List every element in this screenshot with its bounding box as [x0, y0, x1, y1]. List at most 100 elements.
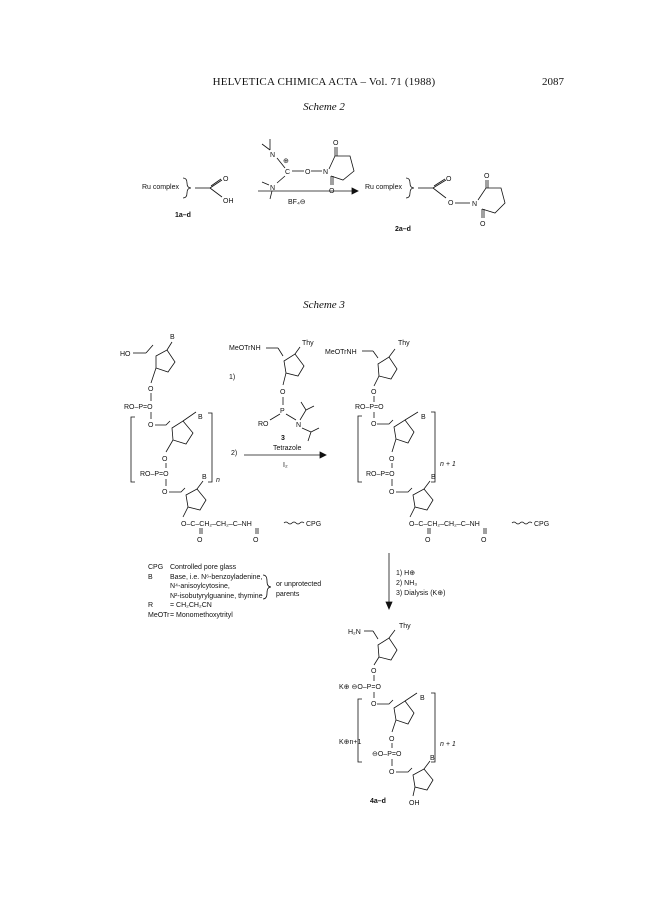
uronium-n2: N: [270, 185, 275, 192]
legend-value: Controlled pore glass: [170, 564, 237, 571]
deprotection-step: 1) H⊕ 2) NH₃ 3) Dialysis (K⊕): [385, 553, 445, 611]
scheme2-reactant-oh: OH: [223, 198, 234, 205]
deprotection-step-1: 1) H⊕: [396, 570, 415, 577]
scheme3-left-structure: HO B O RO–P=O O B O RO–P=O n O B O–C–CH₂…: [120, 334, 321, 544]
legend-value: N²-isobutyrylguanine, thymine: [170, 592, 263, 600]
right-sugar-2: [393, 419, 415, 444]
scheme2-product-label: 2a–d: [395, 226, 411, 233]
scheme2-product-o4: O: [480, 221, 486, 228]
legend-key: [148, 582, 170, 592]
uronium-succ-o2: O: [329, 188, 335, 195]
left-ro-p-1: RO–P=O: [124, 404, 153, 411]
product-sugar-2: [393, 700, 415, 725]
right-linker-o1: O: [425, 537, 431, 544]
legend-row: N⁴-anisoylcytosine,: [148, 582, 263, 592]
right-base-2: B: [421, 414, 426, 421]
right-bracket-left: [357, 415, 362, 483]
right-ro-p-2: RO–P=O: [366, 471, 395, 478]
product-k-p-1: K⊕ ⊖O–P=O: [339, 684, 381, 691]
left-ro-p-2: RO–P=O: [140, 471, 169, 478]
scheme2-product-text: Ru complex: [365, 184, 402, 191]
product-h2n: H₂N: [348, 629, 361, 636]
left-sugar-1: [155, 349, 176, 373]
scheme-2-title: Scheme 2: [303, 101, 345, 113]
legend-key: [148, 592, 170, 602]
left-n: n: [216, 477, 220, 484]
scheme2-product-o2: O: [448, 200, 454, 207]
reagent-o: O: [280, 389, 286, 396]
left-o-2: O: [148, 422, 154, 429]
uronium-succ-n: N: [323, 169, 328, 176]
left-o-1: O: [148, 386, 154, 393]
reagent-label: 3: [281, 435, 285, 442]
left-bracket-right: [208, 412, 213, 483]
right-base-3: B: [431, 474, 436, 481]
right-thy: Thy: [398, 340, 410, 347]
uronium-n1: N: [270, 152, 275, 159]
scheme2-product-o3: O: [484, 173, 490, 180]
product-o-3: O: [389, 736, 395, 743]
legend-key: R: [148, 602, 154, 609]
legend-key: B: [148, 573, 153, 581]
deprotection-step-3: 3) Dialysis (K⊕): [396, 590, 445, 597]
legend-brace: [262, 574, 272, 600]
reagent-p: P: [280, 408, 285, 415]
right-cpg: CPG: [534, 521, 549, 528]
legend-row: B Base, i.e. N⁶-benzoyladenine,: [148, 573, 263, 583]
reagent-tetrazole: Tetrazole: [273, 445, 302, 452]
uronium-o: O: [305, 169, 311, 176]
step-2: 2): [231, 450, 237, 457]
journal-header: HELVETICA CHIMICA ACTA – Vol. 71 (1988): [212, 76, 436, 88]
right-meotrnh: MeOTrNH: [325, 349, 357, 356]
scheme2-product-n: N: [472, 201, 477, 208]
right-sugar-1: [377, 356, 398, 380]
left-o-4: O: [162, 489, 168, 496]
product-thy: Thy: [399, 623, 411, 630]
right-support-wave: [511, 521, 533, 525]
left-o-3: O: [162, 456, 168, 463]
scheme2-reactant-o: O: [223, 176, 229, 183]
left-support-wave: [283, 521, 305, 525]
legend-brace-note-1: or unprotected: [276, 581, 321, 588]
legend-brace-note-2: parents: [276, 591, 300, 598]
product-k-2: K⊕n+1: [339, 739, 362, 746]
product-sugar-1: [377, 637, 398, 661]
legend-row: MeOTr= Monomethoxytrityl: [148, 611, 263, 621]
legend-value: Base, i.e. N⁶-benzoyladenine,: [170, 573, 263, 581]
uronium-c: C: [285, 169, 290, 176]
right-ro-p-1: RO–P=O: [355, 404, 384, 411]
page-number: 2087: [542, 76, 564, 88]
scheme3-reagent: MeOTrNH Thy 1) O P RO N 3 Tetrazole 2) I…: [229, 340, 327, 469]
legend-value: = Monomethoxytrityl: [170, 611, 233, 619]
product-label: 4a–d: [370, 798, 386, 805]
reagent-iodine: I₂: [283, 462, 288, 469]
uronium-succ-o1: O: [333, 140, 339, 147]
right-n1: n + 1: [440, 461, 456, 468]
left-bracket-left: [130, 416, 135, 483]
legend-value: N⁴-anisoylcytosine,: [170, 583, 230, 590]
right-o-1: O: [371, 389, 377, 396]
left-linker: O–C–CH₂–CH₂–C–NH: [181, 521, 252, 528]
product-bracket-right: [431, 692, 436, 763]
left-linker-o1: O: [197, 537, 203, 544]
scheme2-reagent: BF₄⊖: [288, 199, 306, 206]
left-linker-o2: O: [253, 537, 259, 544]
right-o-2: O: [371, 421, 377, 428]
scheme2-reactant-label: 1a–d: [175, 212, 191, 219]
deprotection-step-2: 2) NH₃: [396, 580, 417, 587]
product-o-2: O: [371, 701, 377, 708]
product-o-1: O: [371, 668, 377, 675]
product-o-4: O: [389, 769, 395, 776]
left-sugar-3: [185, 488, 207, 511]
legend-key: MeOTr: [148, 611, 170, 619]
right-sugar-3: [412, 488, 434, 511]
left-base-1: B: [170, 334, 175, 341]
uronium-plus: ⊕: [283, 158, 289, 165]
reagent-meotrnh: MeOTrNH: [229, 345, 261, 352]
product-n1: n + 1: [440, 741, 456, 748]
legend-row: R= CH₂CH₂CN: [148, 601, 263, 611]
right-o-3: O: [389, 456, 395, 463]
scheme3-right-structure: MeOTrNH Thy O RO–P=O O B O RO–P=O n + 1 …: [325, 340, 549, 544]
reagent-sugar: [283, 353, 305, 377]
